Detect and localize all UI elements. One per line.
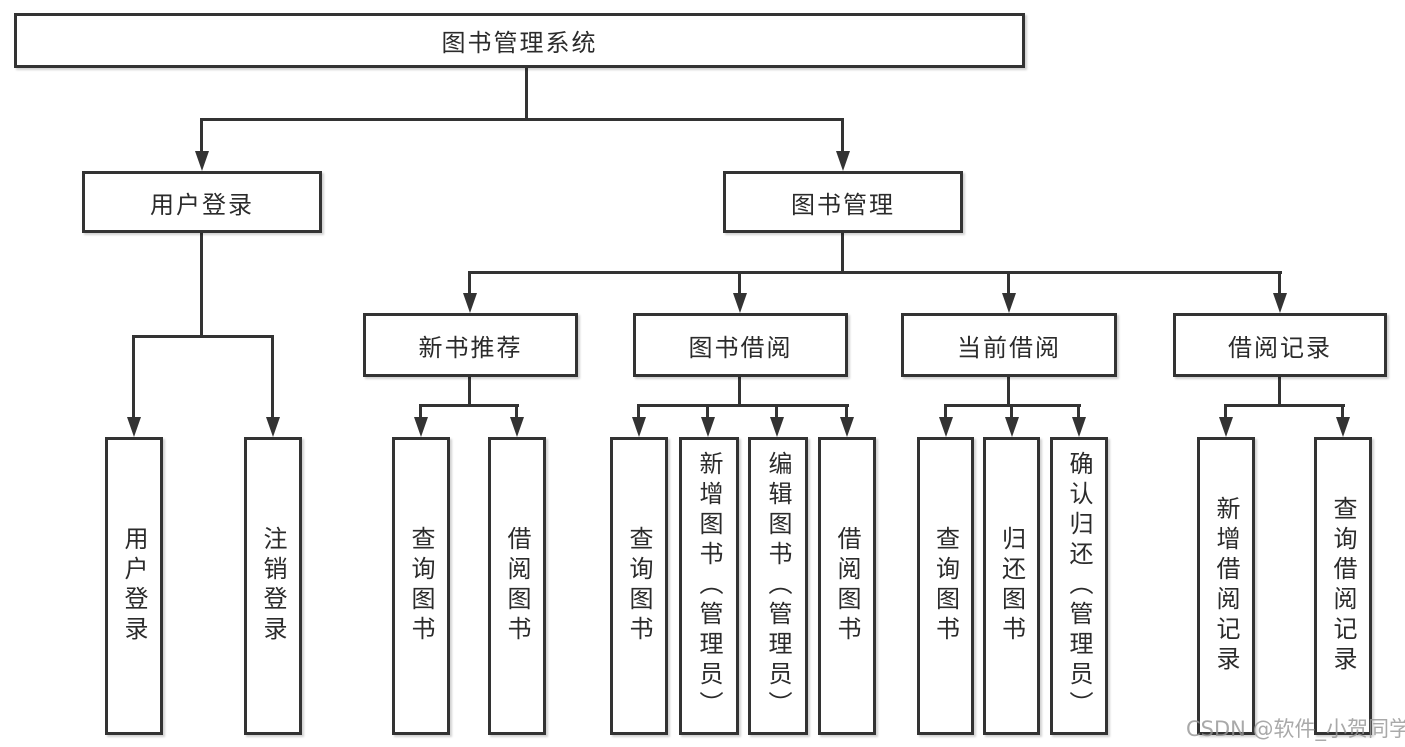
leaf-borrow-add-books-admin: 新增图书（管理员） bbox=[679, 437, 739, 735]
node-book-management: 图书管理 bbox=[723, 171, 963, 233]
connector-line bbox=[1077, 404, 1080, 419]
node-borrow-records: 借阅记录 bbox=[1173, 313, 1387, 377]
leaf-current-query-books: 查询图书 bbox=[917, 437, 974, 735]
connector-arrow bbox=[463, 293, 477, 313]
connector-line bbox=[841, 118, 844, 152]
connector-line bbox=[706, 404, 709, 419]
leaf-label: 新增借阅记录 bbox=[1212, 496, 1240, 676]
leaf-label: 查询图书 bbox=[931, 526, 960, 646]
connector-arrow bbox=[770, 417, 784, 437]
node-library-management-system: 图书管理系统 bbox=[14, 13, 1025, 68]
connector-line bbox=[738, 271, 741, 295]
connector-arrow bbox=[1005, 417, 1019, 437]
connector-line bbox=[845, 404, 848, 419]
leaf-label: 注销登录 bbox=[259, 526, 287, 646]
leaf-newrec-borrow-books: 借阅图书 bbox=[488, 437, 546, 735]
connector-line bbox=[271, 335, 274, 419]
node-label: 当前借阅 bbox=[957, 333, 1061, 362]
connector-arrow bbox=[632, 417, 646, 437]
leaf-label: 新增图书（管理员） bbox=[695, 451, 723, 721]
connector-arrow bbox=[840, 417, 854, 437]
node-book-borrow: 图书借阅 bbox=[633, 313, 848, 377]
connector-line bbox=[1278, 377, 1281, 407]
connector-line bbox=[200, 118, 844, 121]
connector-line bbox=[419, 404, 519, 407]
node-label: 新书推荐 bbox=[418, 333, 523, 362]
leaf-label: 归还图书 bbox=[997, 526, 1026, 646]
leaf-records-add-record: 新增借阅记录 bbox=[1197, 437, 1255, 735]
connector-arrow bbox=[266, 417, 280, 437]
node-label: 图书借阅 bbox=[688, 333, 793, 362]
connector-arrow bbox=[701, 417, 715, 437]
leaf-label: 查询图书 bbox=[625, 526, 653, 646]
connector-line bbox=[637, 404, 849, 407]
node-label: 图书管理 bbox=[791, 190, 895, 219]
connector-arrow bbox=[1336, 417, 1350, 437]
node-current-borrow: 当前借阅 bbox=[901, 313, 1117, 377]
connector-line bbox=[1224, 404, 1227, 419]
connector-arrow bbox=[127, 417, 141, 437]
leaf-current-return-books: 归还图书 bbox=[983, 437, 1040, 735]
connector-line bbox=[132, 335, 274, 338]
connector-line bbox=[200, 118, 203, 152]
connector-arrow bbox=[836, 151, 850, 171]
connector-arrow bbox=[195, 151, 209, 171]
leaf-logout: 注销登录 bbox=[244, 437, 302, 735]
connector-arrow bbox=[939, 417, 953, 437]
connector-arrow bbox=[1072, 417, 1086, 437]
leaf-label: 借阅图书 bbox=[833, 526, 861, 646]
leaf-label: 用户登录 bbox=[120, 526, 148, 646]
leaf-label: 查询借阅记录 bbox=[1329, 496, 1357, 676]
connector-line bbox=[1341, 404, 1344, 419]
leaf-label: 确认归还（管理员） bbox=[1065, 451, 1093, 721]
node-label: 图书管理系统 bbox=[441, 29, 598, 57]
connector-line bbox=[1010, 404, 1013, 419]
connector-line bbox=[468, 271, 471, 295]
node-label: 借阅记录 bbox=[1228, 333, 1332, 362]
leaf-borrow-borrow-books: 借阅图书 bbox=[818, 437, 876, 735]
connector-line bbox=[419, 404, 422, 419]
connector-line bbox=[738, 377, 741, 407]
leaf-label: 借阅图书 bbox=[503, 526, 531, 646]
leaf-records-query-record: 查询借阅记录 bbox=[1314, 437, 1372, 735]
connector-line bbox=[525, 68, 528, 120]
connector-line bbox=[841, 233, 844, 274]
leaf-current-confirm-return-admin: 确认归还（管理员） bbox=[1050, 437, 1108, 735]
connector-line bbox=[637, 404, 640, 419]
connector-arrow bbox=[733, 293, 747, 313]
leaf-borrow-edit-books-admin: 编辑图书（管理员） bbox=[748, 437, 808, 735]
leaf-newrec-query-books: 查询图书 bbox=[392, 437, 450, 735]
connector-line bbox=[775, 404, 778, 419]
connector-line bbox=[1007, 271, 1010, 295]
connector-arrow bbox=[1219, 417, 1233, 437]
leaf-borrow-query-books: 查询图书 bbox=[610, 437, 668, 735]
connector-arrow bbox=[510, 417, 524, 437]
node-user-login: 用户登录 bbox=[82, 171, 322, 233]
connector-line bbox=[944, 404, 947, 419]
connector-line bbox=[468, 377, 471, 407]
connector-line bbox=[1278, 271, 1281, 295]
connector-arrow bbox=[1002, 293, 1016, 313]
connector-line bbox=[515, 404, 518, 419]
node-new-book-recommend: 新书推荐 bbox=[363, 313, 578, 377]
leaf-label: 编辑图书（管理员） bbox=[764, 451, 792, 721]
connector-line bbox=[200, 233, 203, 337]
connector-line bbox=[132, 335, 135, 419]
connector-arrow bbox=[1273, 293, 1287, 313]
leaf-label: 查询图书 bbox=[407, 526, 435, 646]
connector-arrow bbox=[414, 417, 428, 437]
connector-line bbox=[1224, 404, 1345, 407]
connector-line bbox=[1007, 377, 1010, 407]
leaf-user-login: 用户登录 bbox=[105, 437, 163, 735]
connector-line bbox=[468, 271, 1282, 274]
node-label: 用户登录 bbox=[150, 190, 254, 219]
csdn-watermark: CSDN @软件_小贺同学 bbox=[1186, 717, 1405, 741]
